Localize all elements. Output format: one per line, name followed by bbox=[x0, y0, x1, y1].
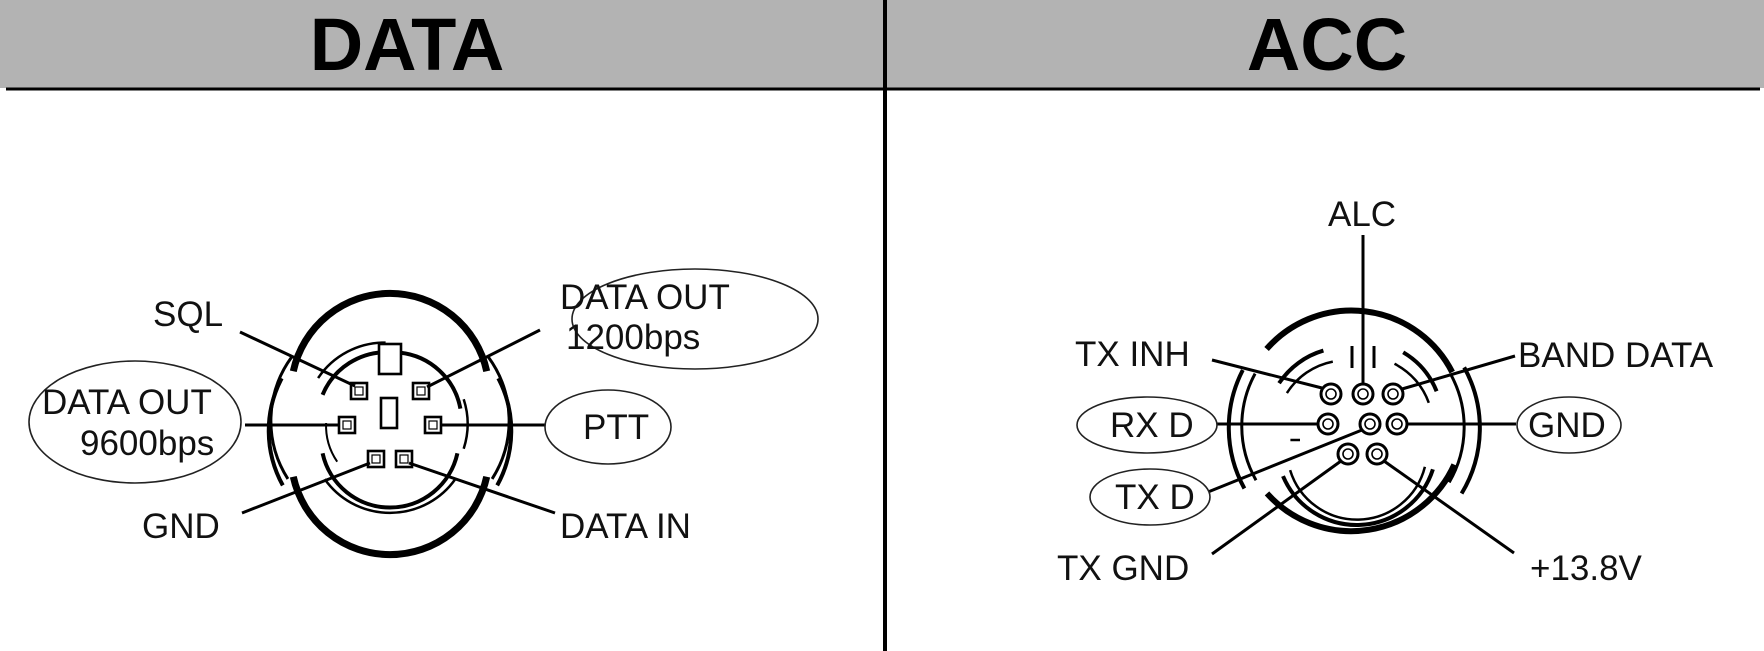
acc-pin-tx-inh bbox=[1319, 382, 1343, 406]
label-data-out-1200-line2: 1200bps bbox=[566, 318, 700, 357]
data-pin-data-out-9600 bbox=[337, 415, 357, 435]
label-ptt: PTT bbox=[583, 408, 649, 447]
data-pin-sql bbox=[349, 381, 369, 401]
label-band-data: BAND DATA bbox=[1518, 336, 1714, 375]
label-plus-13-8v: +13.8V bbox=[1530, 549, 1643, 588]
label-data-out-9600-line1: DATA OUT bbox=[42, 383, 212, 422]
label-rx-d: RX D bbox=[1110, 406, 1194, 445]
header-band bbox=[0, 0, 1764, 88]
leader-line-data-in bbox=[408, 461, 556, 515]
leader-line-data-out-1200 bbox=[426, 328, 541, 389]
data-connector-center-slot bbox=[379, 396, 399, 430]
acc-connector-outer-ring bbox=[1226, 307, 1482, 535]
data-pin-data-out-1200 bbox=[411, 381, 431, 401]
acc-pin-plus-13-8v bbox=[1365, 442, 1389, 466]
callout-gnd-acc bbox=[1516, 396, 1622, 454]
label-tx-d: TX D bbox=[1115, 478, 1195, 517]
label-data-out-9600-line2: 9600bps bbox=[80, 424, 214, 463]
acc-pin-gnd bbox=[1385, 412, 1409, 436]
acc-pin-center bbox=[1358, 412, 1382, 436]
callout-ptt bbox=[544, 389, 672, 465]
acc-pin-alc bbox=[1351, 382, 1375, 406]
acc-connector bbox=[1226, 307, 1482, 535]
acc-pin-rx-d bbox=[1316, 412, 1340, 436]
data-pin-data-in bbox=[394, 449, 414, 469]
data-panel-title: DATA bbox=[310, 3, 505, 86]
acc-pin-band-data bbox=[1381, 382, 1405, 406]
label-alc: ALC bbox=[1328, 195, 1396, 234]
acc-panel-title: ACC bbox=[1247, 3, 1407, 86]
leader-line-tx-d bbox=[1207, 428, 1363, 494]
label-sql: SQL bbox=[153, 295, 223, 334]
leader-line-band-data bbox=[1401, 354, 1516, 391]
data-pin-gnd bbox=[366, 449, 386, 469]
label-data-in: DATA IN bbox=[560, 507, 691, 546]
leader-line-tx-gnd bbox=[1211, 459, 1342, 556]
leader-line-sql bbox=[239, 330, 356, 388]
acc-pin-tx-gnd bbox=[1336, 442, 1360, 466]
callout-data-out-9600 bbox=[28, 360, 242, 484]
acc-connector-key bbox=[1350, 346, 1376, 368]
acc-connector-inner-ring bbox=[1277, 348, 1439, 527]
label-tx-inh: TX INH bbox=[1075, 335, 1190, 374]
leader-line-tx-inh bbox=[1211, 358, 1323, 390]
data-pin-ptt bbox=[423, 415, 443, 435]
label-tx-gnd: TX GND bbox=[1057, 549, 1189, 588]
leader-line-gnd bbox=[241, 461, 371, 515]
callout-data-out-1200 bbox=[571, 268, 819, 370]
callout-tx-d bbox=[1089, 468, 1211, 526]
callout-rx-d bbox=[1076, 396, 1218, 454]
data-connector-outer-ring bbox=[266, 289, 514, 559]
label-gnd-acc: GND bbox=[1528, 406, 1606, 445]
label-gnd: GND bbox=[142, 507, 220, 546]
leader-line-plus-13-8v bbox=[1383, 459, 1515, 555]
label-data-out-1200-line1: DATA OUT bbox=[560, 278, 730, 317]
data-connector-key bbox=[377, 342, 403, 376]
